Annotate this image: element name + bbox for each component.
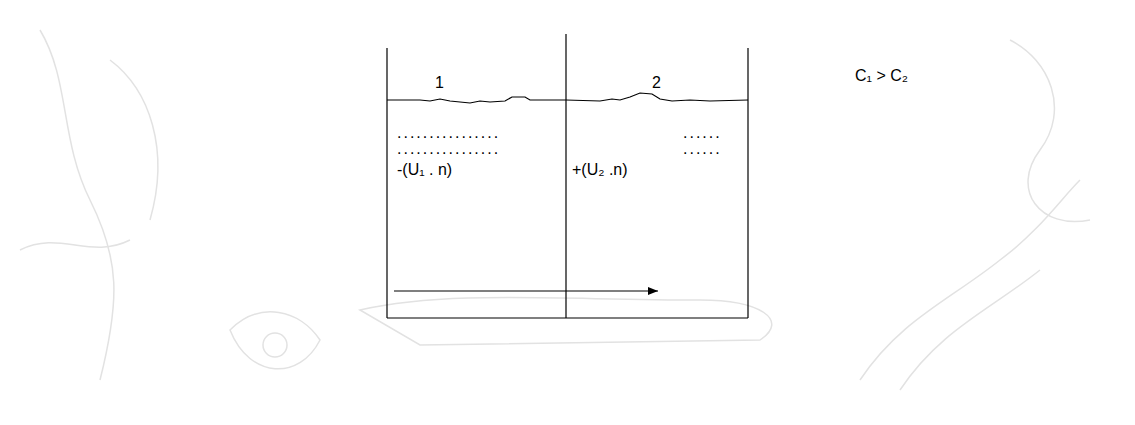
compartment-number: 1 (435, 74, 444, 92)
particle-dots: ...... (683, 124, 722, 142)
vessel-walls (387, 34, 748, 318)
particle-dots: ................ (397, 124, 500, 142)
compartment: 1................................ -(U₁ . … (387, 48, 566, 318)
diffusion-arrow (394, 290, 658, 291)
particle-dots: ...... (683, 140, 722, 158)
flux-term: -(U₁ . n) (397, 161, 452, 179)
concentration-relation: C₁ > C₂ (855, 67, 908, 85)
particle-dots: ................ (397, 140, 500, 158)
compartment: 2............ +(U₂ .n) (566, 48, 748, 318)
watermark-sketch (20, 30, 1090, 390)
compartment-number: 2 (652, 74, 661, 92)
flux-term: +(U₂ .n) (572, 161, 628, 179)
water-surface (387, 93, 748, 103)
